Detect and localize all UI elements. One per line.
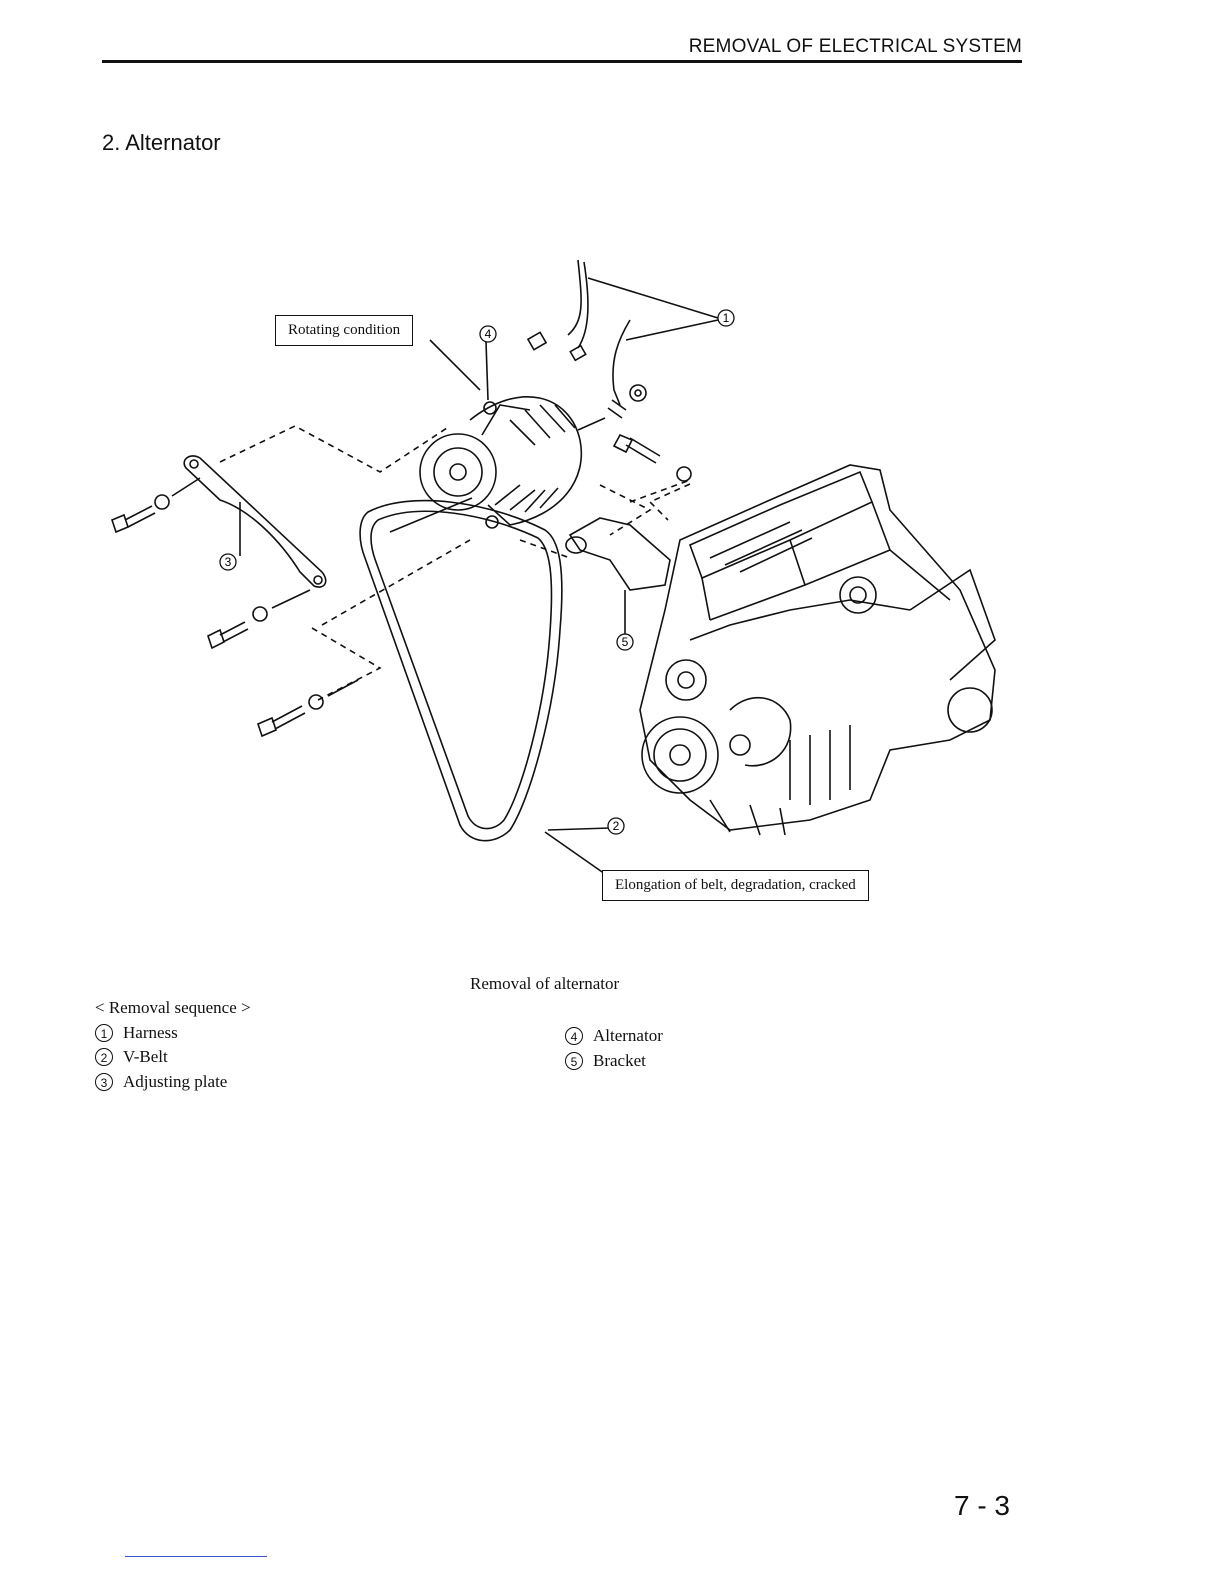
list-item-label: Adjusting plate <box>123 1070 227 1095</box>
v-belt-outer <box>360 501 562 841</box>
label-3: 3 <box>220 554 236 570</box>
section-title: 2. Alternator <box>102 130 221 156</box>
harness-connector-a <box>528 332 546 349</box>
leader-elongation <box>545 832 605 874</box>
diagram-labels: 1 4 3 5 2 <box>220 310 734 834</box>
harness-wire-c <box>613 320 630 405</box>
list-item: 3 Adjusting plate <box>95 1070 251 1095</box>
list-item-label: V-Belt <box>123 1045 168 1070</box>
list-item-number: 2 <box>95 1048 113 1066</box>
list-item-label: Alternator <box>593 1024 663 1049</box>
engine-flywheel-hole <box>948 688 992 732</box>
svg-text:3: 3 <box>225 555 232 569</box>
list-item-number: 5 <box>565 1052 583 1070</box>
v-belt-inner <box>371 511 552 828</box>
harness-connector-b <box>570 346 585 361</box>
list-item-number: 4 <box>565 1027 583 1045</box>
removal-sequence-heading: < Removal sequence > <box>95 996 251 1021</box>
list-item: 2 V-Belt <box>95 1045 251 1070</box>
engine-valve-cover <box>690 472 872 578</box>
harness-wire-a <box>568 260 581 335</box>
alternator-pulley <box>420 434 496 510</box>
list-item-label: Bracket <box>593 1049 646 1074</box>
running-header: REMOVAL OF ELECTRICAL SYSTEM <box>689 36 1022 58</box>
svg-text:4: 4 <box>485 327 492 341</box>
page-number: 7 - 3 <box>954 1490 1010 1522</box>
label-4: 4 <box>480 326 496 342</box>
list-item-number: 3 <box>95 1073 113 1091</box>
figure-caption: Removal of alternator <box>470 974 619 994</box>
header-rule <box>102 60 1022 63</box>
adjusting-plate <box>184 456 326 587</box>
list-item-label: Harness <box>123 1021 178 1046</box>
label-2: 2 <box>608 818 624 834</box>
list-item: 5 Bracket <box>565 1049 663 1074</box>
diagram-svg: 1 4 3 5 2 <box>90 240 1030 930</box>
footer-link-underline <box>125 1556 267 1557</box>
engine-block <box>640 465 995 830</box>
list-item-number: 1 <box>95 1024 113 1042</box>
callout-belt-condition: Elongation of belt, degradation, cracked <box>602 870 869 901</box>
svg-text:1: 1 <box>723 311 730 325</box>
leader-rotating <box>430 340 480 390</box>
list-item: 4 Alternator <box>565 1024 663 1049</box>
label-5: 5 <box>617 634 633 650</box>
svg-text:2: 2 <box>613 819 620 833</box>
removal-sequence-left: < Removal sequence > 1 Harness 2 V-Belt … <box>95 996 251 1094</box>
alternator-exploded-diagram: 1 4 3 5 2 Rotating condition Elongation … <box>90 240 1030 930</box>
list-item: 1 Harness <box>95 1021 251 1046</box>
label-1: 1 <box>718 310 734 326</box>
engine-water-pump-pulley <box>666 660 706 700</box>
removal-sequence-right: 4 Alternator 5 Bracket <box>565 1024 663 1073</box>
svg-text:5: 5 <box>622 635 629 649</box>
callout-rotating-condition: Rotating condition <box>275 315 413 346</box>
